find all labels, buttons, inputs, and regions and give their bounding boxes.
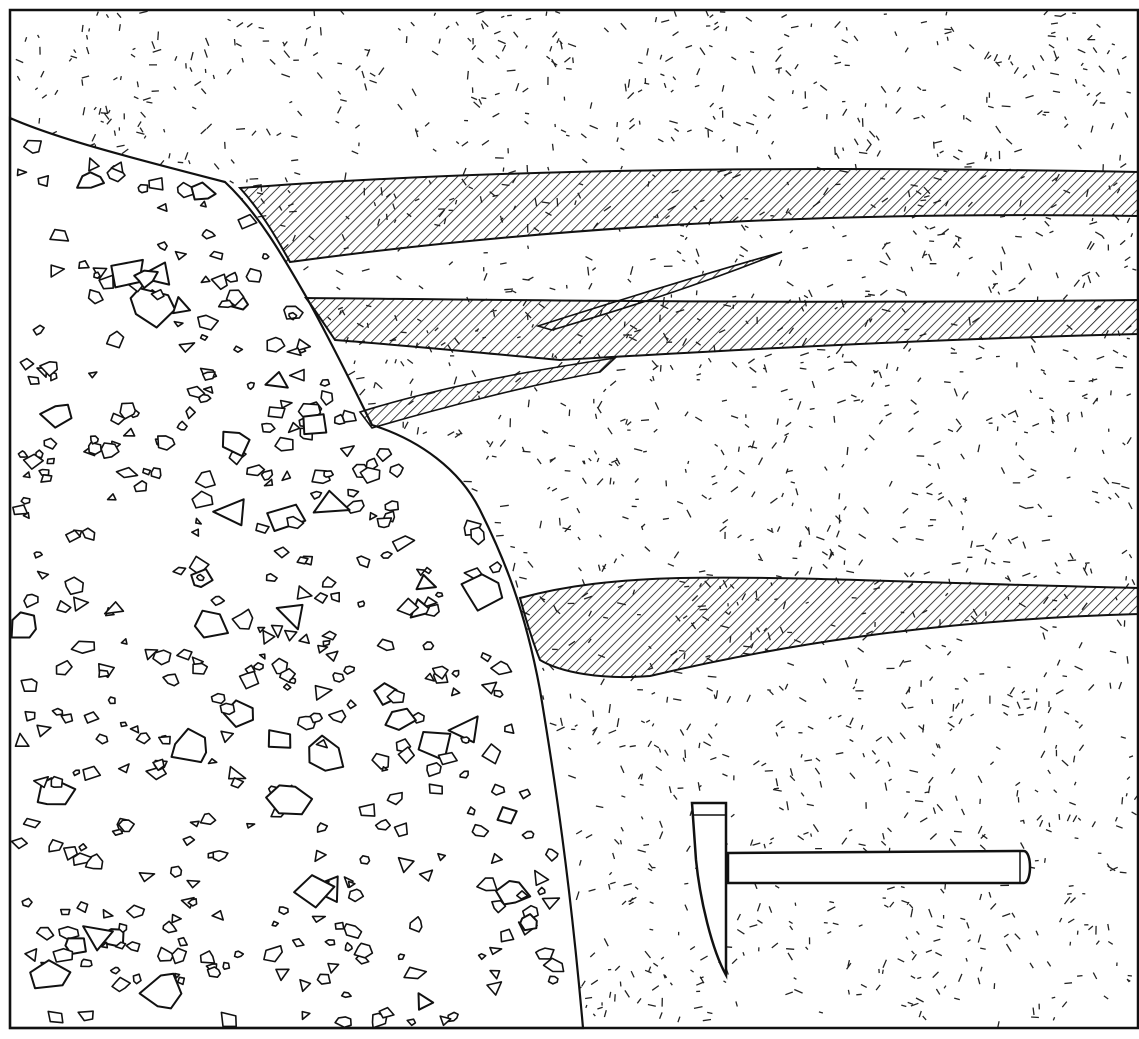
breccia-clast [212, 694, 225, 704]
breccia-clast [377, 518, 391, 528]
breccia-clast [113, 829, 123, 835]
breccia-clast [89, 443, 101, 455]
breccia-clast [61, 910, 70, 915]
breccia-clast [220, 703, 234, 714]
breccia-clast [303, 414, 326, 434]
breccia-clast [246, 269, 261, 282]
breccia-clast [51, 777, 62, 788]
diagonal-veinlet-lower [360, 358, 615, 428]
breccia-clast [81, 959, 92, 966]
breccia-clast [549, 976, 558, 984]
breccia-clast [289, 313, 297, 319]
breccia-clast [25, 712, 35, 721]
breccia-clast [133, 974, 141, 984]
hammer-handle [728, 851, 1030, 883]
breccia-clast [279, 907, 288, 914]
breccia-clast [317, 974, 330, 984]
breccia-clast [171, 866, 182, 877]
breccia-clast [429, 784, 442, 794]
breccia-clast [109, 697, 116, 703]
breccia-clast [203, 372, 215, 380]
breccia-clast [41, 475, 52, 482]
breccia-clast [360, 856, 369, 864]
breccia-clast [38, 176, 48, 186]
breccia-clast [436, 593, 443, 598]
breccia-clast [269, 730, 291, 748]
breccia-clast [505, 724, 514, 733]
breccia-clast [333, 673, 344, 682]
breccia-clast [223, 963, 229, 970]
breccia-clast [461, 737, 469, 743]
breccia-clast [193, 663, 207, 674]
breccia-clast [99, 670, 109, 677]
breccia-clast [324, 471, 333, 477]
hammer-head [692, 803, 726, 975]
breccia-clast [28, 377, 39, 385]
breccia-clast [358, 601, 364, 607]
breccia-clast [53, 949, 72, 962]
breccia-clast [149, 178, 163, 190]
breccia-clast [151, 468, 160, 479]
breccia-clast [399, 954, 405, 959]
breccia-clast [21, 498, 30, 504]
breccia-clast [335, 923, 343, 930]
breccia-clast [21, 679, 37, 691]
hammer-icon [692, 803, 1030, 975]
breccia-clast [12, 612, 36, 637]
breccia-clast [47, 459, 54, 464]
breccia-clast [94, 272, 100, 278]
breccia-clast [178, 977, 185, 984]
breccia-clast [272, 921, 278, 926]
breccia-clast [48, 1011, 63, 1022]
breccia-clast [143, 469, 150, 475]
breccia-clast [121, 722, 127, 726]
breccia-clast [494, 691, 502, 698]
breccia-clast [138, 185, 147, 193]
lower-vein [520, 578, 1139, 677]
breccia-clast [91, 436, 99, 444]
breccia-clast [320, 380, 329, 386]
breccia-clast [290, 678, 296, 683]
breccia-clast [263, 254, 269, 259]
upper-vein [240, 169, 1139, 262]
